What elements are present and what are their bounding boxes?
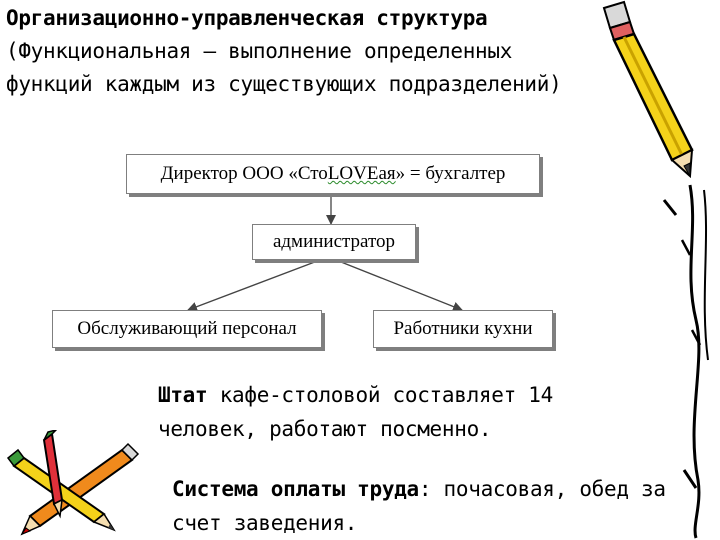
arrow-admin-kitchen [336,260,462,310]
kitchen-box: Работники кухни [373,310,553,348]
staff-box: Обслуживающий персонал [52,310,322,348]
pencil-icon [580,0,720,540]
brand-name: LOVEая [328,163,396,184]
director-label: Директор ООО «СтоLOVEая» = бухгалтер [161,163,506,185]
staff-label: Обслуживающий персонал [77,318,296,340]
director-box: Директор ООО «СтоLOVEая» = бухгалтер [126,154,540,194]
crossed-pencils-icon [0,430,140,540]
admin-box: администратор [252,224,416,260]
admin-label: администратор [273,231,395,253]
kitchen-label: Работники кухни [393,318,532,340]
arrow-admin-staff [188,260,320,310]
